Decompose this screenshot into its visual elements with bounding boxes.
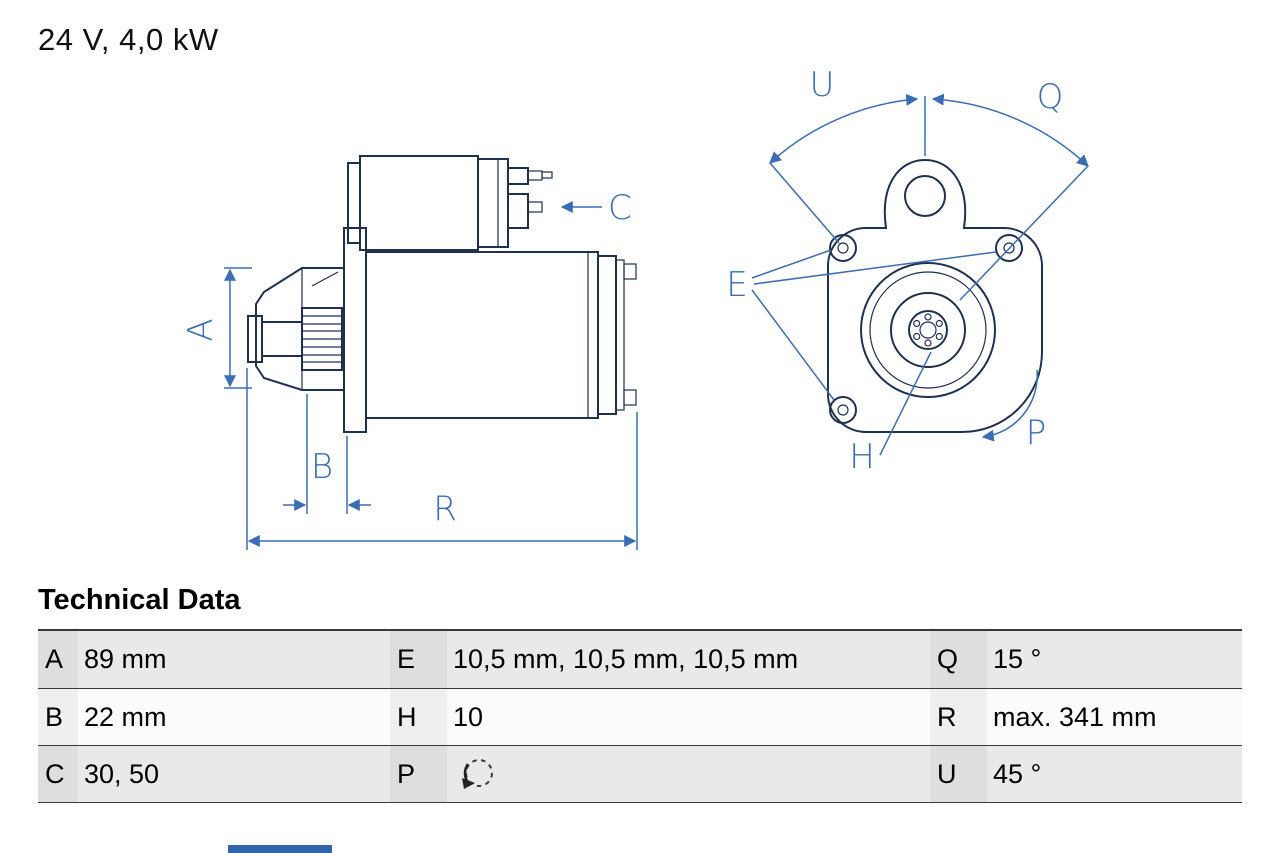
param-value: 22 mm xyxy=(84,701,167,732)
param-value: 15 ° xyxy=(993,644,1042,674)
technical-drawing: A B R C xyxy=(181,65,1089,550)
dim-label-r: R xyxy=(433,489,457,529)
param-value: 30, 50 xyxy=(84,758,160,789)
param-value: 45 ° xyxy=(993,758,1042,789)
param-key: H xyxy=(390,689,447,745)
param-key: C xyxy=(38,746,78,802)
table-row: C 30, 50 P U 45 ° xyxy=(38,745,1242,802)
dim-label-c: C xyxy=(608,188,632,228)
dim-label-u: U xyxy=(810,65,835,105)
dim-label-a: A xyxy=(181,318,221,341)
param-key: B xyxy=(38,689,78,745)
dim-label-h: H xyxy=(849,437,875,477)
param-value: 89 mm xyxy=(84,644,167,674)
param-key: R xyxy=(930,689,987,745)
side-view-outline xyxy=(247,155,637,433)
param-key: A xyxy=(38,631,78,688)
param-key: P xyxy=(390,746,447,802)
param-value: 10 xyxy=(453,701,484,732)
front-view-outline xyxy=(827,158,1043,433)
technical-data-heading: Technical Data xyxy=(38,584,241,616)
param-value: 10,5 mm, 10,5 mm, 10,5 mm xyxy=(453,644,799,674)
logo-bar-partial xyxy=(228,845,332,853)
technical-data-table: A 89 mm E 10,5 mm, 10,5 mm, 10,5 mm Q 15… xyxy=(38,629,1242,803)
dim-label-e: E xyxy=(726,265,747,305)
dim-label-q: Q xyxy=(1037,77,1064,117)
param-value: max. 341 mm xyxy=(993,701,1157,732)
param-key: U xyxy=(930,746,987,802)
side-view-dimensions: A B R C xyxy=(181,188,638,550)
param-key: E xyxy=(390,631,447,688)
table-row: A 89 mm E 10,5 mm, 10,5 mm, 10,5 mm Q 15… xyxy=(38,631,1242,688)
table-row: B 22 mm H 10 R max. 341 mm xyxy=(38,688,1242,745)
param-key: Q xyxy=(930,631,987,688)
rotation-ccw-icon xyxy=(462,759,493,789)
param-value xyxy=(447,746,930,802)
dim-label-b: B xyxy=(311,447,333,487)
dim-label-p: P xyxy=(1026,413,1047,453)
product-spec-title: 24 V, 4,0 kW xyxy=(38,22,219,57)
front-view-dimensions: U Q E H P xyxy=(726,65,1089,477)
